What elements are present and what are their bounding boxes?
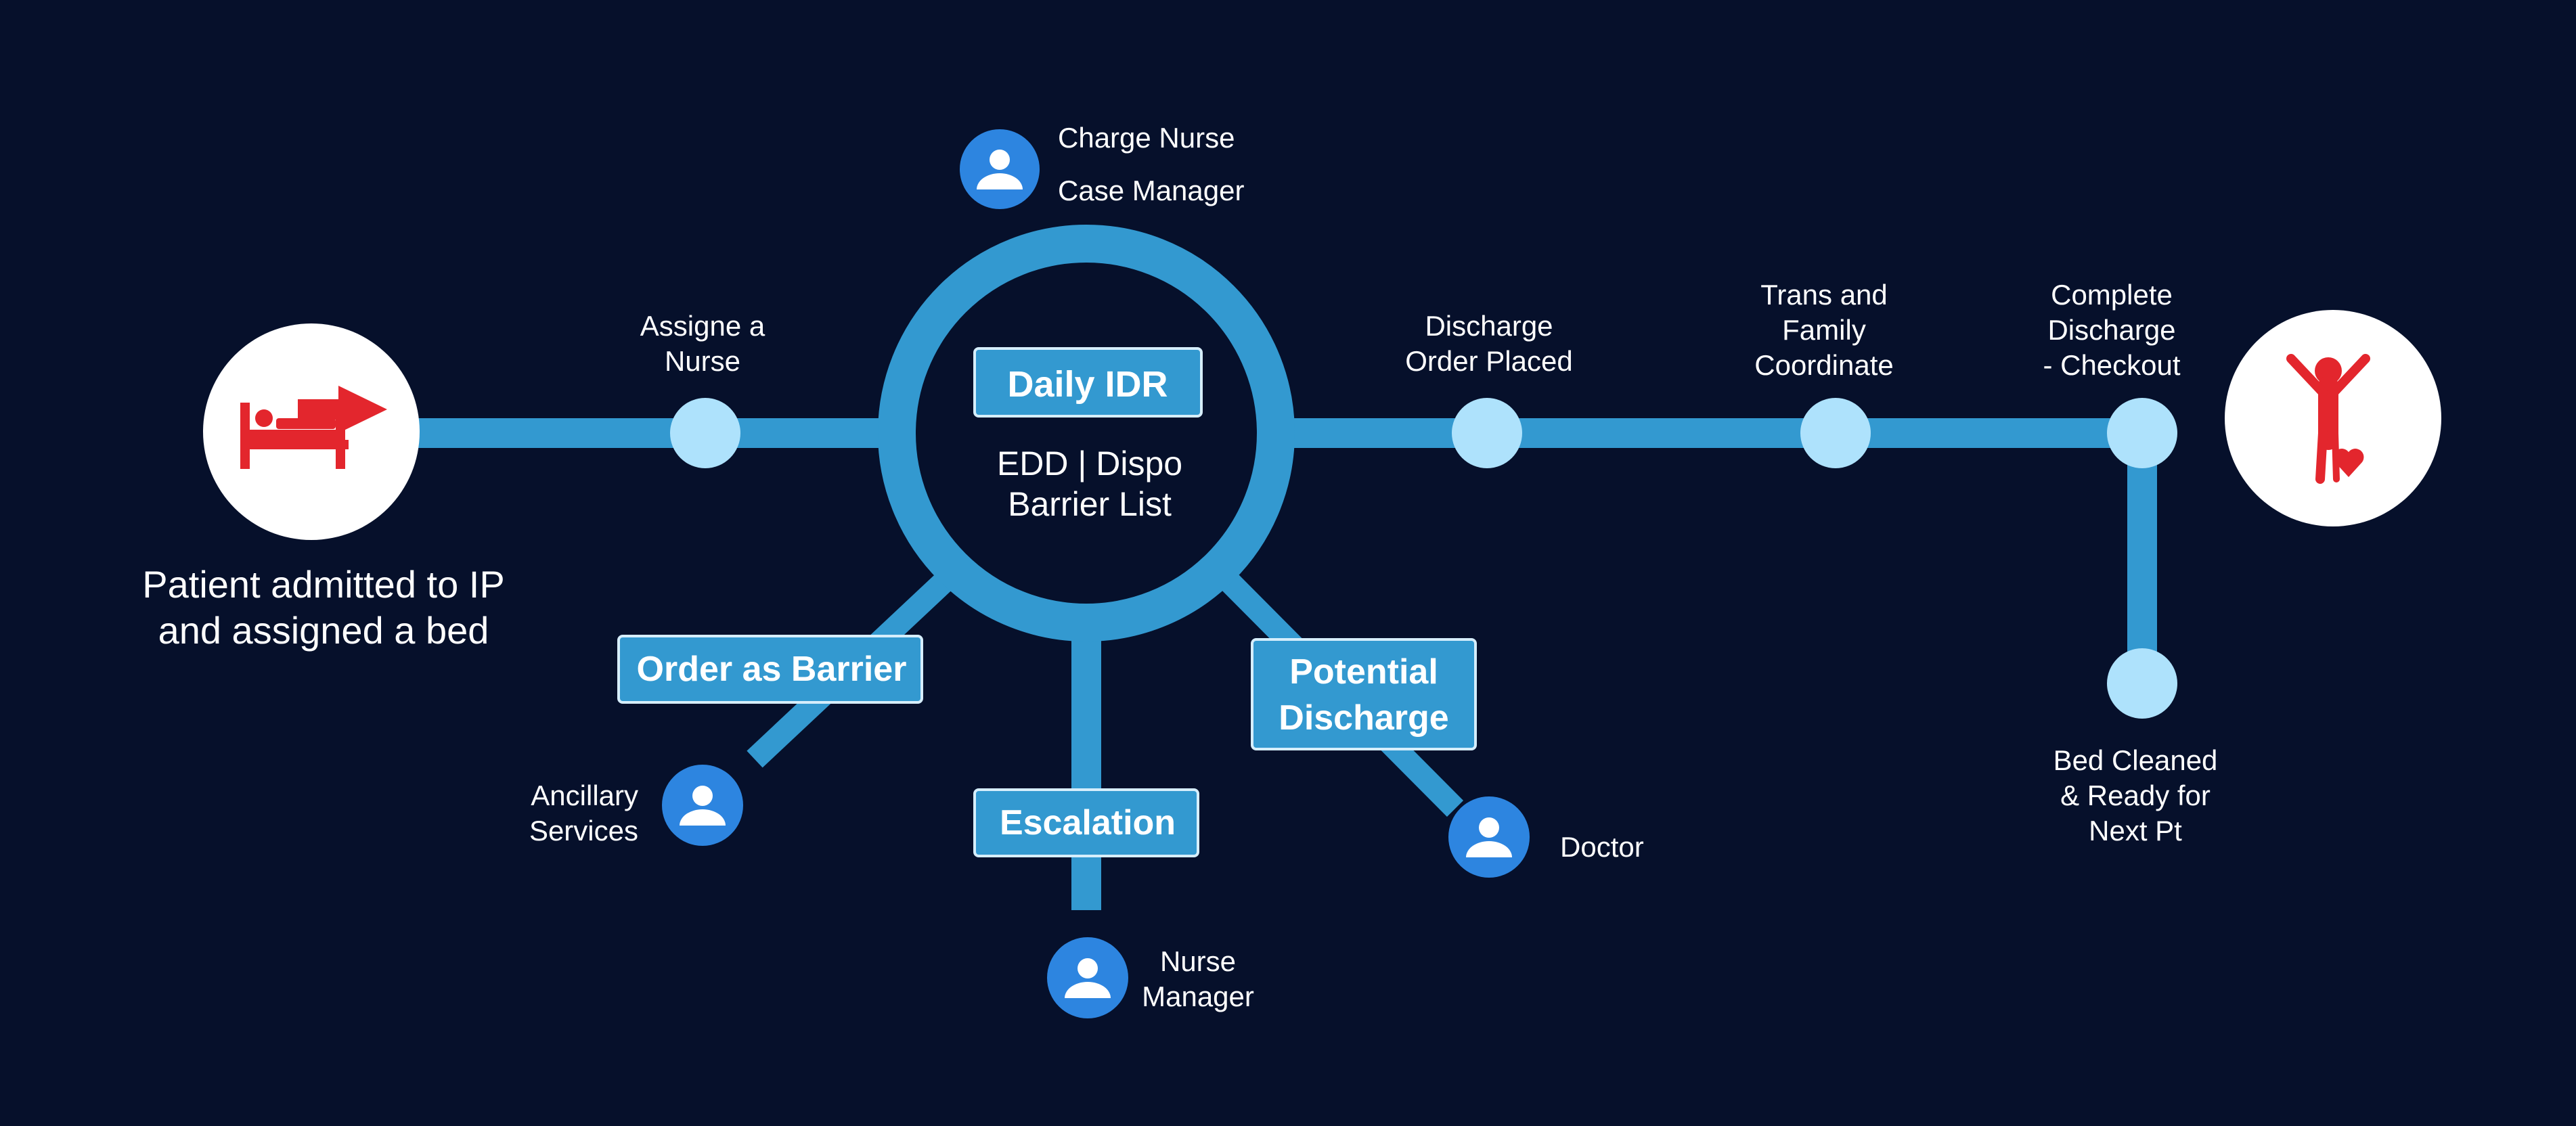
role-nurse-manager-1: Nurse <box>1160 945 1236 977</box>
branch-escalation: Escalation <box>973 788 1199 857</box>
trans-family-label-3: Coordinate <box>1754 349 1893 381</box>
avatar-ancillary-services <box>662 765 743 846</box>
step-nodes <box>670 398 2177 719</box>
role-ancillary-2: Services <box>529 815 638 847</box>
node-bed-cleaned <box>2107 648 2177 719</box>
hub-ring <box>878 225 1295 641</box>
avatar-charge-nurse <box>958 128 1041 210</box>
discharge-order-label-2: Order Placed <box>1405 345 1572 377</box>
role-ancillary-1: Ancillary <box>531 780 638 811</box>
assign-nurse-label-1: Assigne a <box>640 310 765 342</box>
branch-potential-discharge: Potential Discharge <box>1251 638 1477 750</box>
node-complete-discharge <box>2107 398 2177 468</box>
daily-idr-hub: Daily IDR EDD | Dispo Barrier List <box>878 225 1295 641</box>
node-discharge-order <box>1452 398 1522 468</box>
avatar-doctor <box>1448 796 1530 878</box>
discharge-order-label-1: Discharge <box>1425 310 1553 342</box>
complete-discharge-label-1: Complete <box>2051 279 2173 311</box>
complete-discharge-label-3: - Checkout <box>2043 349 2180 381</box>
potential-discharge-box <box>1251 638 1477 750</box>
order-as-barrier-box <box>617 635 923 704</box>
start-label-line-1: Patient admitted to IP <box>142 563 504 606</box>
trans-family-label-2: Family <box>1782 314 1866 346</box>
hospital-bed-arrow-icon <box>240 386 387 469</box>
start-label-line-2: and assigned a bed <box>158 609 489 652</box>
node-trans-family <box>1800 398 1871 468</box>
complete-discharge-label-2: Discharge <box>2047 314 2175 346</box>
hub-title: Daily IDR <box>1007 364 1168 405</box>
trans-family-label-1: Trans and <box>1760 279 1888 311</box>
escalation-box <box>973 788 1199 857</box>
bed-cleaned-label-3: Next Pt <box>2089 815 2182 847</box>
potential-discharge-label-1: Potential <box>1289 652 1438 692</box>
node-assign-nurse <box>670 398 740 468</box>
bed-cleaned-label-1: Bed Cleaned <box>2053 744 2218 776</box>
avatar-nurse-manager <box>1047 937 1128 1018</box>
hub-line-1: EDD | Dispo <box>997 445 1182 482</box>
order-as-barrier-label: Order as Barrier <box>637 650 907 689</box>
role-doctor: Doctor <box>1560 831 1644 863</box>
bed-cleaned-label-2: & Ready for <box>2060 780 2211 811</box>
person-celebrating-heart-icon <box>2286 354 2370 484</box>
branch-order-as-barrier: Order as Barrier <box>617 635 923 704</box>
role-charge-nurse: Charge Nurse <box>1058 122 1235 154</box>
role-nurse-manager-2: Manager <box>1142 981 1254 1012</box>
assign-nurse-label-2: Nurse <box>665 345 740 377</box>
role-case-manager: Case Manager <box>1058 175 1244 206</box>
hub-title-box <box>973 347 1203 418</box>
start-node <box>203 323 420 540</box>
hub-line-2: Barrier List <box>1008 485 1172 523</box>
end-node <box>2225 310 2441 526</box>
potential-discharge-label-2: Discharge <box>1279 698 1448 738</box>
escalation-label: Escalation <box>1000 803 1176 842</box>
